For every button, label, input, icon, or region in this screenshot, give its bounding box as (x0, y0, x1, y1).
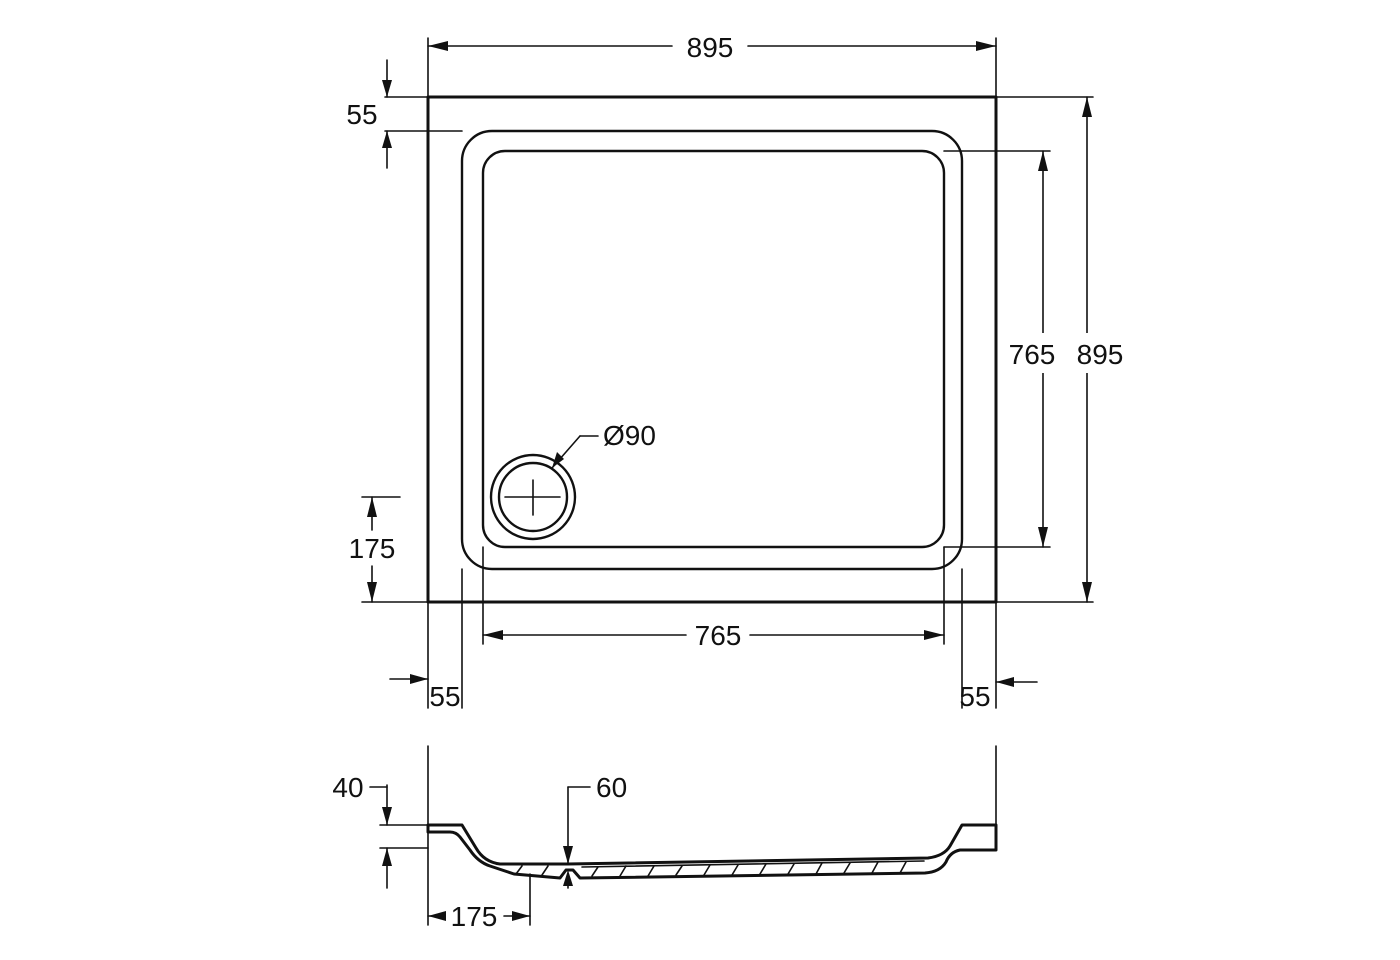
dimension-overall-depth: 895 (995, 96, 1130, 603)
dimension-rim-top: 55 (346, 59, 463, 169)
dimension-label-rim-right: 55 (959, 681, 990, 712)
dimension-overall-width: 895 (427, 32, 997, 98)
tray-upstand-edge (460, 129, 964, 571)
dimension-rim-right: 55 (959, 568, 1038, 712)
waste-outer-ring (489, 453, 577, 541)
dimension-label-inner-width: 765 (695, 620, 742, 651)
dimension-inner-width: 765 (482, 546, 945, 651)
tray-base-hatching (515, 860, 925, 877)
tray-profile-outer (426, 823, 998, 880)
dimension-label-overall-width: 895 (687, 32, 734, 63)
dimension-waste-offset-plan: 175 (349, 496, 429, 603)
dimension-label-inner-depth: 765 (1009, 339, 1056, 370)
dimension-rim-left: 55 (389, 568, 463, 712)
dimension-label-rim-left: 55 (429, 681, 460, 712)
dimension-waste-offset-section: 175 (427, 831, 531, 932)
plan-view: 895 55 765 (346, 32, 1130, 712)
waste-inner-ring (497, 461, 569, 533)
dimension-waste-diameter: Ø90 (551, 420, 656, 469)
dimension-label-waste-diameter: Ø90 (603, 420, 656, 451)
dimension-label-overall-depth: 895 (1077, 339, 1124, 370)
dimension-label-rim-height: 40 (332, 772, 363, 803)
dimension-label-tray-depth: 60 (596, 772, 627, 803)
tray-base-edge (481, 149, 946, 549)
dimension-label-waste-offset-section: 175 (451, 901, 498, 932)
dimension-tray-depth: 60 (563, 772, 627, 889)
tray-outline (426, 95, 998, 604)
dimension-label-rim-top: 55 (346, 99, 377, 130)
dimension-inner-depth: 765 (943, 150, 1064, 548)
dimension-rim-height: 40 (332, 772, 429, 889)
dimension-label-waste-offset-plan: 175 (349, 533, 396, 564)
section-view: 40 60 175 (332, 745, 998, 932)
